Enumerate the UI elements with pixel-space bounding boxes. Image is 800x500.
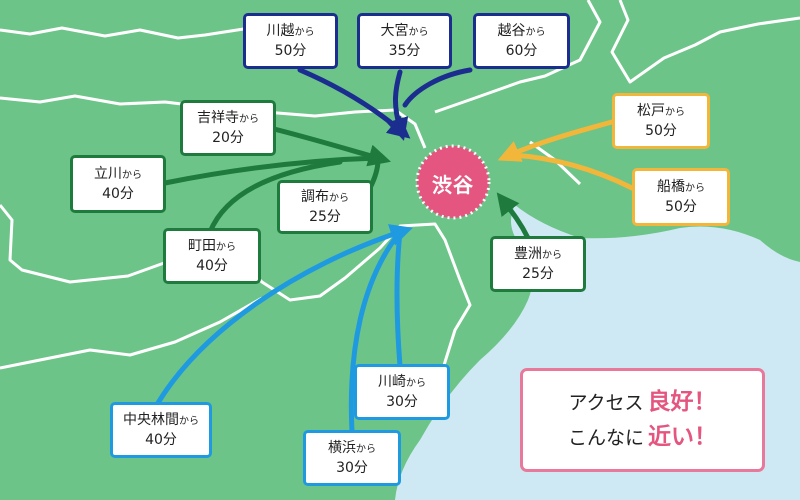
route-arrows [152,67,635,435]
route-arrow [496,192,531,241]
travel-time: 20分 [212,130,244,146]
border-line [434,0,602,114]
origin-name: 吉祥寺から [197,109,259,129]
border-line [0,26,251,40]
origin-name-text: 中央林間 [123,412,179,428]
route-arrow [297,67,411,139]
origin-suffix: から [685,183,705,194]
travel-time: 30分 [386,394,418,410]
origin-box-chofu: 調布から 25分 [277,180,373,234]
origin-box-yokohama: 横浜から 30分 [303,430,401,486]
origin-name: 船橋から [657,178,705,198]
travel-time: 50分 [274,43,307,59]
origin-name: 調布から [301,188,349,208]
route-arrow [152,224,413,411]
travel-time: 25分 [309,209,341,225]
origin-name-text: 横浜 [328,440,356,456]
travel-time: 50分 [665,199,697,215]
origin-suffix: から [408,27,429,38]
route-arrow [207,159,343,235]
travel-time: 35分 [388,43,421,59]
travel-time: 40分 [145,432,177,448]
origin-suffix: から [239,114,259,125]
origin-name-text: 吉祥寺 [197,110,239,126]
destination-label: 渋谷 [432,172,474,197]
origin-name-text: 調布 [301,189,329,205]
origin-box-koshigaya: 越谷から 60分 [473,13,570,69]
origin-box-machida: 町田から 40分 [163,228,261,284]
promo-line-2-emphasis: 近い！ [648,424,717,450]
border-line [0,296,263,370]
origin-name-text: 川越 [266,23,295,39]
origin-name: 町田から [188,237,236,257]
origin-name-text: 越谷 [497,23,526,39]
route-arrow [348,229,403,435]
origin-box-kichijoji: 吉祥寺から 20分 [180,100,276,156]
origin-name: 越谷から [498,22,546,42]
origin-name: 川越から [267,22,315,42]
travel-time: 25分 [522,266,554,282]
origin-box-omiya: 大宮から 35分 [357,13,452,69]
origin-box-chuorinkan: 中央林間から 40分 [110,402,212,458]
origin-suffix: から [179,416,199,427]
promo-line-2-prefix: こんなに [567,427,644,449]
origin-name: 豊洲から [514,245,562,265]
origin-name: 横浜から [328,439,376,459]
origin-name-text: 松戸 [637,103,665,119]
promo-line-1-emphasis: 良好！ [647,389,717,415]
route-arrow [402,67,473,108]
promo-line-1: アクセス良好！ [568,385,716,420]
border-line [0,204,472,393]
origin-name-text: 船橋 [657,179,685,195]
origin-suffix: から [356,444,376,455]
destination-marker [415,144,491,220]
origin-name: 松戸から [637,102,685,122]
origin-box-kawagoe: 川越から 50分 [243,13,338,69]
origin-box-funabashi: 船橋から 50分 [632,168,730,226]
origin-suffix: から [525,27,546,38]
route-arrow [386,69,409,141]
origin-box-toyosu: 豊洲から 25分 [490,236,586,292]
origin-suffix: から [329,193,349,204]
origin-name: 川崎から [378,373,426,393]
origin-name-text: 豊洲 [514,246,542,262]
origin-box-kawasaki: 川崎から 30分 [354,364,450,420]
promo-line-2: こんなに近い！ [568,420,717,455]
origin-box-tachikawa: 立川から 40分 [70,155,166,213]
origin-name-text: 大宮 [380,23,409,39]
travel-time: 40分 [196,258,228,274]
origin-name: 大宮から [381,22,429,42]
promo-line-1-prefix: アクセス [568,392,644,414]
origin-name: 立川から [94,165,142,185]
border-line [610,0,800,84]
promo-box: アクセス良好！ こんなに近い！ [520,368,765,472]
origin-name: 中央林間から [123,411,199,431]
travel-time: 40分 [102,186,134,202]
route-arrow [509,152,635,191]
origin-box-matsudo: 松戸から 50分 [612,93,710,149]
route-arrow [497,119,615,162]
origin-suffix: から [122,170,142,181]
origin-suffix: から [294,27,315,38]
origin-suffix: から [542,250,562,261]
origin-name-text: 川崎 [378,374,406,390]
origin-suffix: から [665,107,685,118]
origin-suffix: から [216,242,236,253]
origin-name-text: 立川 [94,166,122,182]
travel-time: 50分 [645,123,677,139]
travel-time: 30分 [336,460,368,476]
origin-name-text: 町田 [188,238,216,254]
origin-suffix: から [406,378,426,389]
route-arrow [394,229,403,369]
route-arrow [162,155,381,186]
route-arrow [267,125,391,167]
travel-time: 60分 [505,43,538,59]
